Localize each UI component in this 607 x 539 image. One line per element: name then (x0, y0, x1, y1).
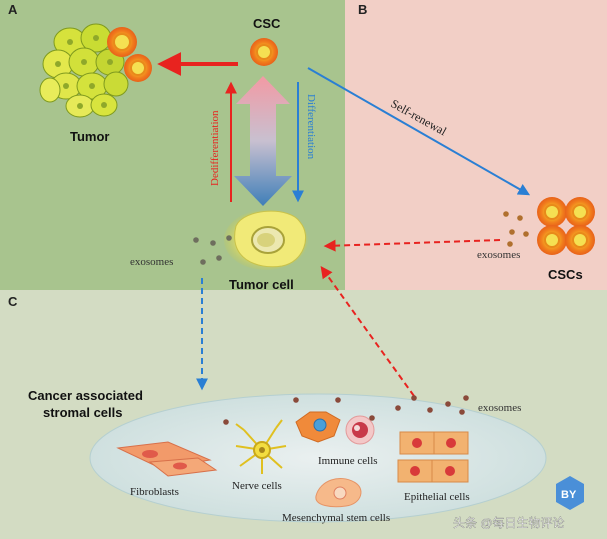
csc-label: CSC (253, 16, 281, 31)
exosomes-left-label: exosomes (130, 256, 173, 268)
panel-a-letter: A (8, 2, 18, 17)
mesenchymal-stem-cell-icon (315, 478, 362, 508)
exosomes-bottom-dots (223, 395, 469, 425)
watermark-logo-icon: BY (556, 476, 584, 510)
tumor-csc-icons (107, 27, 152, 82)
exosomes-bottom-label: exosomes (478, 402, 521, 414)
epithelial-cells-label: Epithelial cells (404, 491, 470, 503)
tumor-label: Tumor (70, 129, 109, 144)
csc-tumor-double-arrow (234, 76, 292, 206)
exosomes-right-label: exosomes (477, 249, 520, 261)
exosomes-left-dots (193, 235, 232, 265)
immune-cells-label: Immune cells (318, 455, 378, 467)
immune-cells-icon (295, 411, 375, 445)
panel-c-letter: C (8, 294, 18, 309)
exosomes-right-dots (503, 211, 529, 247)
nerve-cell-icon (235, 419, 287, 474)
stromal-label-line1: Cancer associated (28, 388, 143, 403)
fibroblasts-icon (116, 441, 218, 477)
differentiation-label: Differentiation (305, 94, 317, 160)
fibroblasts-label: Fibroblasts (130, 486, 179, 498)
tumor-cell-label: Tumor cell (229, 277, 294, 292)
mesenchymal-label: Mesenchymal stem cells (282, 512, 390, 524)
cscs-to-tumor-cell-dashed-arrow (323, 239, 501, 252)
csc-icon (250, 38, 278, 66)
watermark-text: 头条 @每日生物评论 (453, 515, 565, 530)
stromal-region (89, 393, 547, 523)
dedifferentiation-label: Dedifferentiation (209, 110, 221, 186)
cscs-cluster-icon (537, 197, 595, 255)
panel-b-letter: B (358, 2, 367, 17)
self-renewal-arrow (307, 67, 531, 196)
watermark-logo-text: BY (561, 489, 577, 501)
stromal-label-line2: stromal cells (43, 405, 123, 420)
stromal-to-tumor-cell-dashed-arrow (320, 266, 415, 397)
epithelial-cells-icon (397, 431, 469, 483)
cscs-label: CSCs (548, 267, 583, 282)
nerve-cells-label: Nerve cells (232, 480, 282, 492)
tumor-cell-icon (224, 210, 308, 270)
